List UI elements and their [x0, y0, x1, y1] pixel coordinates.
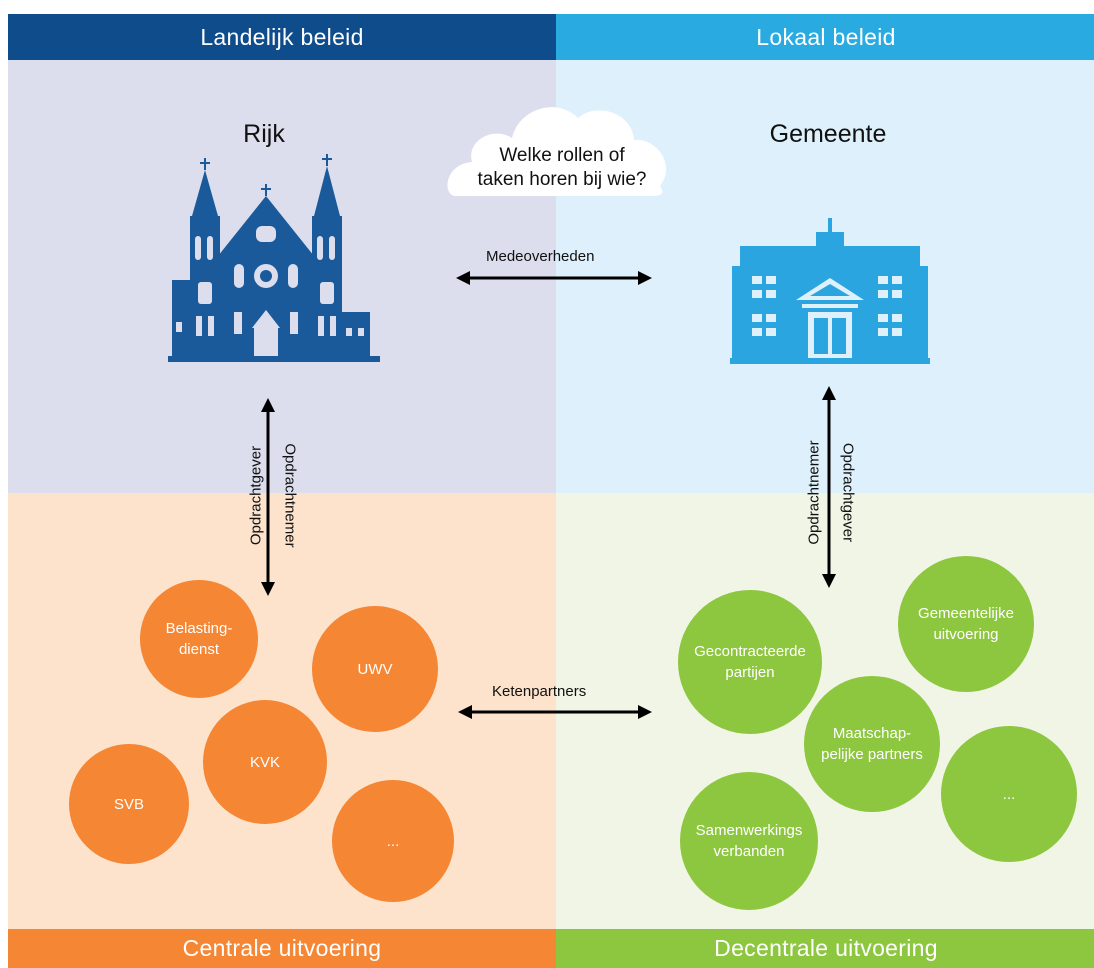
- arrow-medeoverheden: [456, 271, 652, 285]
- label-medeoverheden: Medeoverheden: [486, 248, 595, 265]
- cloud-question: Welke rollen of taken horen bij wie?: [477, 145, 647, 190]
- band-landelijk-beleid: Landelijk beleid: [8, 14, 556, 60]
- label-ketenpartners: Ketenpartners: [492, 683, 587, 700]
- band-lokaal-beleid: Lokaal beleid: [556, 14, 1094, 60]
- band-centrale-uitvoering: Centrale uitvoering: [8, 929, 556, 968]
- heading-rijk: Rijk: [243, 120, 285, 148]
- label-left-opdrachtgever: Opdrachtgever: [247, 445, 265, 546]
- band-decentrale-uitvoering: Decentrale uitvoering: [556, 929, 1094, 968]
- arrow-ketenpartners: [458, 705, 652, 719]
- church-icon: [168, 154, 380, 362]
- circle-gemeentelijke-uitvoering: Gemeentelijke uitvoering: [898, 556, 1034, 692]
- town-hall-icon: [730, 218, 930, 364]
- circle-svb: SVB: [69, 744, 189, 864]
- label-right-opdrachtgever: Opdrachtgever: [839, 442, 857, 543]
- circle-left-ellipsis: ...: [332, 780, 454, 902]
- circle-right-ellipsis: ...: [941, 726, 1077, 862]
- cloud-icon: [447, 107, 667, 196]
- circle-belastingdienst: Belasting- dienst: [140, 580, 258, 698]
- heading-gemeente: Gemeente: [769, 120, 887, 148]
- circle-maatschappelijke-partners: Maatschap- pelijke partners: [804, 676, 940, 812]
- label-left-opdrachtnemer: Opdrachtnemer: [281, 443, 299, 548]
- circle-gecontracteerde-partijen: Gecontracteerde partijen: [678, 590, 822, 734]
- arrow-left-vertical: [261, 398, 275, 596]
- label-right-opdrachtnemer: Opdrachtnemer: [805, 440, 823, 545]
- circle-samenwerkingsverbanden: Samenwerkings verbanden: [680, 772, 818, 910]
- arrow-right-vertical: [822, 386, 836, 588]
- circle-kvk: KVK: [203, 700, 327, 824]
- circle-uwv: UWV: [312, 606, 438, 732]
